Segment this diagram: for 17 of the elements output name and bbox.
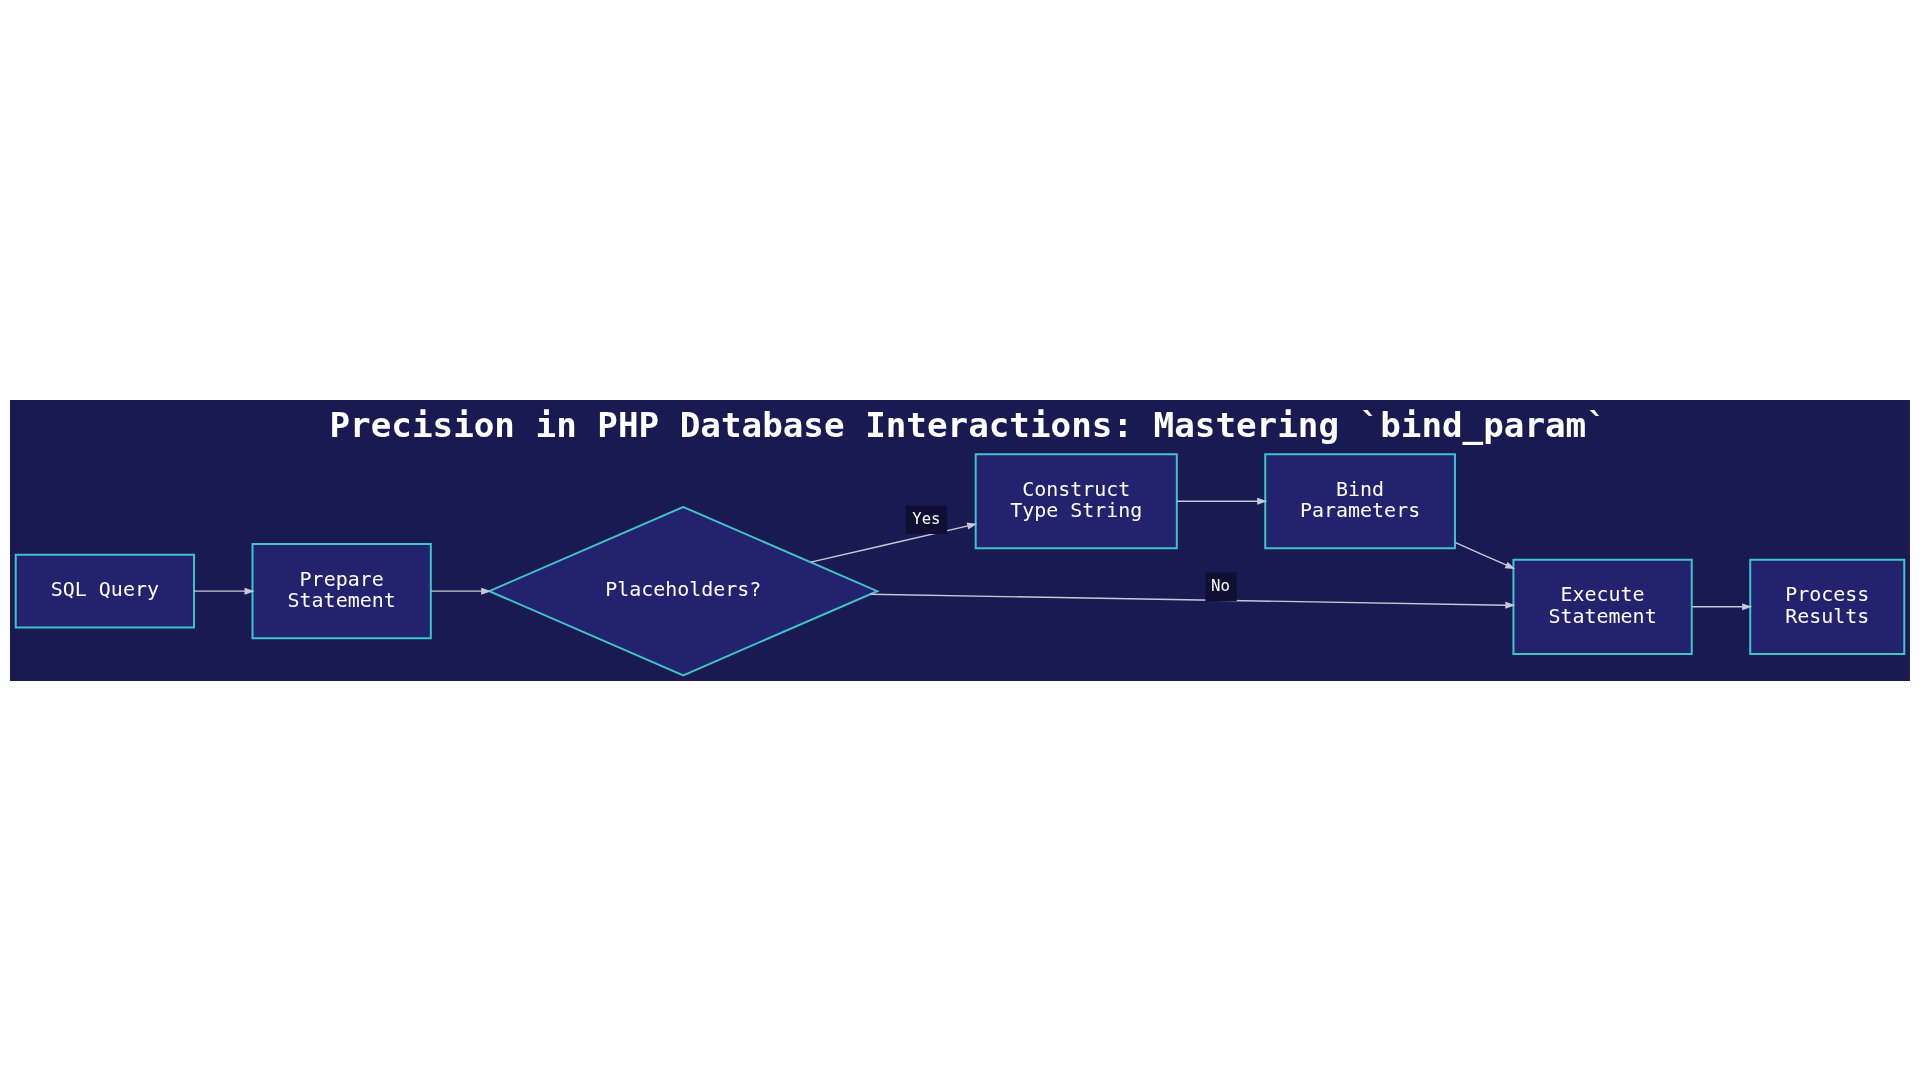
node-box: SQL Query — [14, 553, 196, 628]
arrow — [193, 587, 255, 595]
edge-label: Yes — [912, 508, 941, 528]
arrow — [1691, 602, 1753, 610]
edge-label: No — [1211, 575, 1230, 595]
node-box: Construct Type String — [974, 452, 1178, 549]
arrow — [869, 593, 1516, 609]
node-box: Bind Parameters — [1264, 452, 1456, 549]
node-diamond: Placeholders? — [486, 505, 880, 676]
diagram-title: Precision in PHP Database Interactions: Mastering `bind_param` — [329, 404, 1607, 445]
arrow — [1454, 541, 1516, 569]
node-box: Prepare Statement — [251, 542, 432, 639]
node-box: Process Results — [1749, 558, 1906, 655]
arrow — [430, 587, 492, 595]
arrow — [810, 522, 978, 563]
node-box: Execute Statement — [1512, 558, 1693, 655]
arrow — [1176, 497, 1268, 505]
